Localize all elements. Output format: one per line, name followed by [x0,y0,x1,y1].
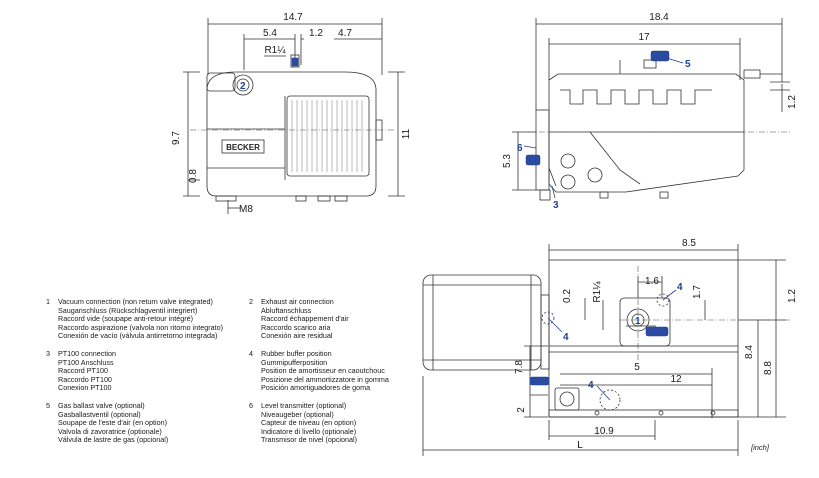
dim-8-5: 8.5 [682,238,696,249]
dim-9-7: 9.7 [171,131,182,145]
legend-line: Raccord vide (soupape anti-retour intégr… [58,314,194,324]
legend-line: Niveaugeber (optional) [261,409,334,419]
legend-line: Abluftanschluss [261,305,312,315]
legend-line: Exhaust air connection [261,297,334,306]
callout-4-left: 4 [563,332,569,343]
legend-number: 2 [249,297,253,306]
gas-ballast-valve-side-icon [291,57,299,67]
brand-plate [221,139,265,154]
legend-line: Conexion PT100 [58,383,112,393]
legend-number: 5 [46,401,50,410]
callout-1: 1 [635,316,641,327]
legend-line: Conexión de vacío (válvula antirretorno … [58,331,218,341]
legend-line: Vacuum connection (non return valve inte… [58,297,213,306]
legend-number: 4 [249,349,253,358]
legend-line: Válvula de lastre de gas (opcional) [58,435,169,445]
legend-number: 3 [46,349,50,358]
callout-4-bottom: 4 [588,380,594,391]
legend-line: Transmisor de nivel (opcional) [261,435,358,445]
dim-1-2-top: 1.2 [787,289,798,303]
legend-line: PT100 connection [58,349,116,358]
callout-2-side: 2 [240,81,246,92]
dim-l: L [577,440,583,451]
legend-line: Posizione del ammortizzatore in gomma [261,374,389,384]
vacuum-fitting-icon [645,326,669,337]
legend-line: Rubber buffer position [261,349,332,358]
legend-line: Conexión aire residual [261,331,333,341]
legend-line: Raccord PT100 [58,366,108,376]
dim-5: 5 [634,362,640,373]
dim-17: 17 [638,32,650,43]
top-view [422,244,786,456]
dim-r1-quarter-top: R1¼ [591,281,603,303]
dim-18-4: 18.4 [649,12,669,23]
dim-5-3: 5.3 [502,154,513,168]
dim-10-9: 10.9 [594,426,614,437]
callout-4-right: 4 [677,282,683,293]
legend-line: Position de amortisseur en caoutchouc [261,366,385,376]
dim-8-8: 8.8 [763,361,774,375]
dim-0-8: 0.8 [188,169,199,183]
legend-number: 1 [46,297,50,306]
legend-line: Raccordo PT100 [58,374,112,384]
callout-3: 3 [553,200,559,211]
dim-1-2-end: 1.2 [787,95,798,109]
legend-line: Capteur de niveau (en option) [261,418,357,428]
dim-14-7: 14.7 [283,12,303,23]
level-transmitter-top-icon [529,376,550,386]
unit-label: [inch] [751,443,769,452]
legend-line: Gasballastventil (optional) [58,409,141,419]
level-transmitter-end-icon [525,154,541,166]
dim-r1-quarter-side: R1¼ [264,44,286,56]
dim-0-2: 0.2 [562,289,573,303]
legend-line: Sauganschluss (Rückschlagventil integrie… [58,305,198,315]
legend-line: Raccord échappement d'air [261,314,349,324]
legend-line: Gas ballast valve (optional) [58,401,145,410]
dim-11: 11 [401,128,412,139]
legend-line: Indicatore di livello (optionale) [261,426,357,436]
dim-2: 2 [516,407,527,413]
legend-line: Soupape de l'este d'air (en option) [58,418,168,428]
dim-m8: M8 [239,204,253,215]
legend-line: Level transmitter (optional) [261,401,347,410]
legend-line: Valvola di zavoratrice (optionale) [58,426,162,436]
dim-8-4: 8.4 [744,345,755,359]
legend-line: Posición amortiguadores de goma [261,383,371,393]
gas-ballast-valve-end-icon [650,50,670,62]
brand-label: BECKER [226,143,260,152]
dim-1-7: 1.7 [692,285,703,299]
dim-5-4: 5.4 [263,28,277,39]
legend-line: Raccordo aspirazione (valvola non ritorn… [58,322,224,332]
dim-4-7: 4.7 [338,28,352,39]
top-view-center-lines [190,129,790,360]
dim-1-6: 1.6 [645,276,659,287]
callout-5: 5 [685,59,691,70]
side-view-vent-grille [291,100,363,172]
legend-line: Gummipufferposition [261,357,328,367]
legend-line: PT100 Anschluss [58,357,114,367]
callout-leaders [523,55,684,401]
legend-line: Raccordo scarico aria [261,322,331,332]
dim-7-8: 7.8 [514,360,525,374]
legend-number: 6 [249,401,253,410]
side-view [183,18,405,214]
dim-12: 12 [670,374,682,385]
end-view [512,18,790,201]
callout-6: 6 [517,143,523,154]
dim-1-2-side: 1.2 [309,28,323,39]
